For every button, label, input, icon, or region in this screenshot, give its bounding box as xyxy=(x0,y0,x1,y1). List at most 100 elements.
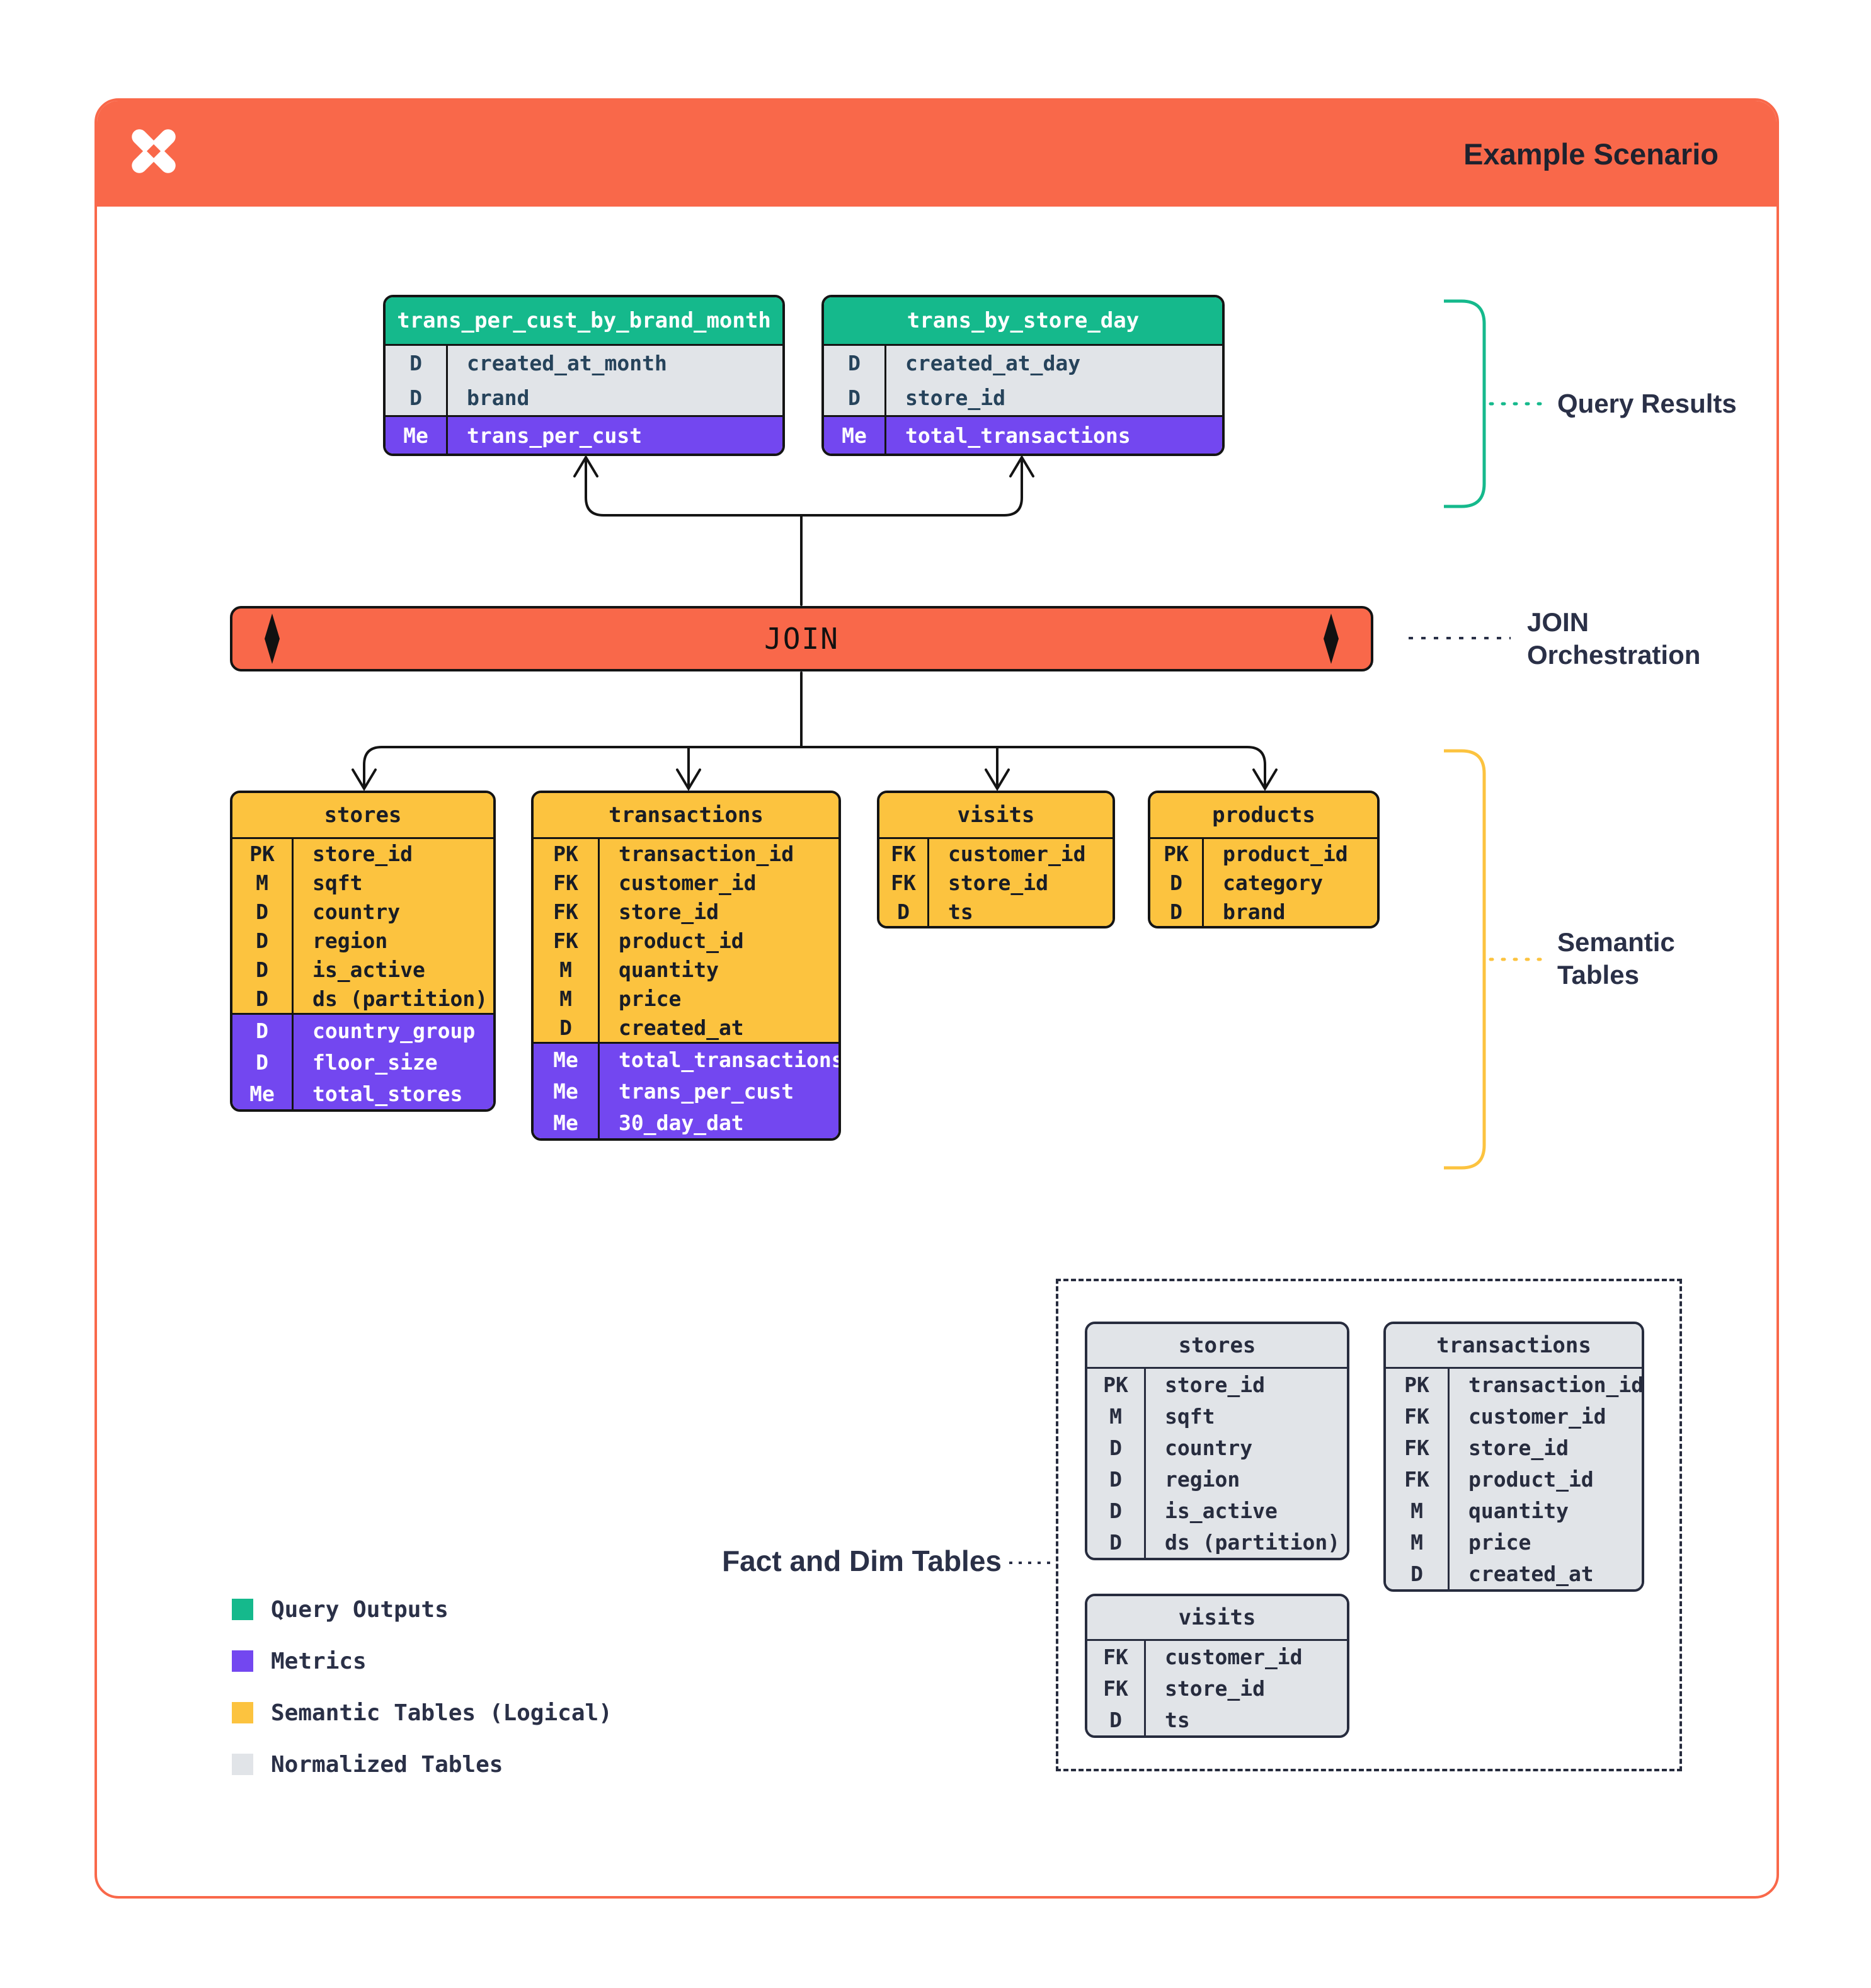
column-key-badge: FK xyxy=(1386,1432,1450,1463)
legend-label: Query Outputs xyxy=(271,1596,449,1623)
table-title: transactions xyxy=(1386,1324,1642,1369)
column-key-badge: D xyxy=(824,380,886,415)
fact-dim-label: Fact and Dim Tables xyxy=(722,1545,1002,1577)
column-key-badge: D xyxy=(1087,1463,1146,1495)
column-name: ds (partition) xyxy=(1165,1529,1341,1555)
column-key-badge: FK xyxy=(534,897,600,926)
table-row: FK product_id xyxy=(1386,1463,1642,1495)
table-row: Me total_stores xyxy=(232,1078,493,1109)
column-key-badge: D xyxy=(1150,897,1204,926)
column-key-badge: FK xyxy=(1087,1672,1146,1704)
legend: Query Outputs Metrics Semantic Tables (L… xyxy=(232,1595,612,1802)
column-name: ds (partition) xyxy=(312,986,488,1011)
column-name: brand xyxy=(1223,899,1286,924)
join-orchestration-label-line2: Orchestration xyxy=(1527,640,1701,670)
legend-label: Normalized Tables xyxy=(271,1751,503,1778)
column-key-badge: FK xyxy=(534,868,600,897)
column-name: store_id xyxy=(1468,1435,1569,1460)
semantic-tables-swatch xyxy=(232,1702,253,1723)
join-orchestration-bar: JOIN xyxy=(230,606,1373,671)
diamond-icon xyxy=(1324,614,1339,664)
column-key-badge: Me xyxy=(232,1078,294,1109)
column-key-badge: FK xyxy=(1087,1641,1146,1672)
semantic-tables-label-line1: Semantic xyxy=(1557,927,1675,957)
page-title: Example Scenario xyxy=(1463,137,1719,171)
column-key-badge: D xyxy=(1386,1558,1450,1589)
column-key-badge: Me xyxy=(534,1107,600,1138)
column-key-badge: D xyxy=(1087,1526,1146,1558)
table-title: trans_per_cust_by_brand_month xyxy=(386,297,782,346)
column-name: product_id xyxy=(1223,841,1348,866)
column-name: customer_id xyxy=(619,870,757,895)
column-key-badge: D xyxy=(1150,868,1204,897)
column-name: country xyxy=(1165,1435,1253,1460)
column-name: customer_id xyxy=(948,841,1086,866)
column-name: price xyxy=(1468,1529,1531,1555)
column-name: customer_id xyxy=(1468,1403,1606,1429)
column-name: store_id xyxy=(1165,1676,1265,1701)
column-name: region xyxy=(1165,1466,1240,1492)
table-row: FK store_id xyxy=(879,868,1113,897)
pinwheel-x-logo xyxy=(132,129,176,173)
table-title: products xyxy=(1150,793,1377,839)
column-name: 30_day_dat xyxy=(619,1110,744,1135)
column-name: region xyxy=(312,928,388,953)
table-title: stores xyxy=(1087,1324,1347,1369)
column-key-badge: Me xyxy=(534,1075,600,1107)
column-key-badge: FK xyxy=(879,839,929,868)
column-name: total_transactions xyxy=(619,1047,841,1072)
semantic-tables-label: Semantic Tables xyxy=(1557,926,1675,991)
column-key-badge: FK xyxy=(879,868,929,897)
column-key-badge: D xyxy=(232,1015,294,1046)
column-name: transaction_id xyxy=(619,841,794,866)
column-name: created_at_day xyxy=(905,351,1081,375)
column-name: total_stores xyxy=(312,1081,463,1106)
query-results-label: Query Results xyxy=(1557,389,1737,418)
column-name: created_at xyxy=(1468,1561,1594,1586)
query-outputs-swatch xyxy=(232,1599,253,1620)
column-key-badge: M xyxy=(1386,1526,1450,1558)
column-key-badge: D xyxy=(232,955,294,984)
column-key-badge: PK xyxy=(1150,839,1204,868)
column-key-badge: D xyxy=(824,346,886,380)
column-name: is_active xyxy=(312,957,425,982)
column-name: store_id xyxy=(948,870,1048,895)
column-key-badge: D xyxy=(386,380,448,415)
column-name: total_transactions xyxy=(905,423,1131,448)
column-name: store_id xyxy=(312,841,413,866)
table-row: FK store_id xyxy=(1386,1432,1642,1463)
column-key-badge: PK xyxy=(1386,1369,1450,1400)
column-key-badge: FK xyxy=(1386,1463,1450,1495)
column-name: product_id xyxy=(1468,1466,1594,1492)
column-key-badge: FK xyxy=(534,926,600,955)
